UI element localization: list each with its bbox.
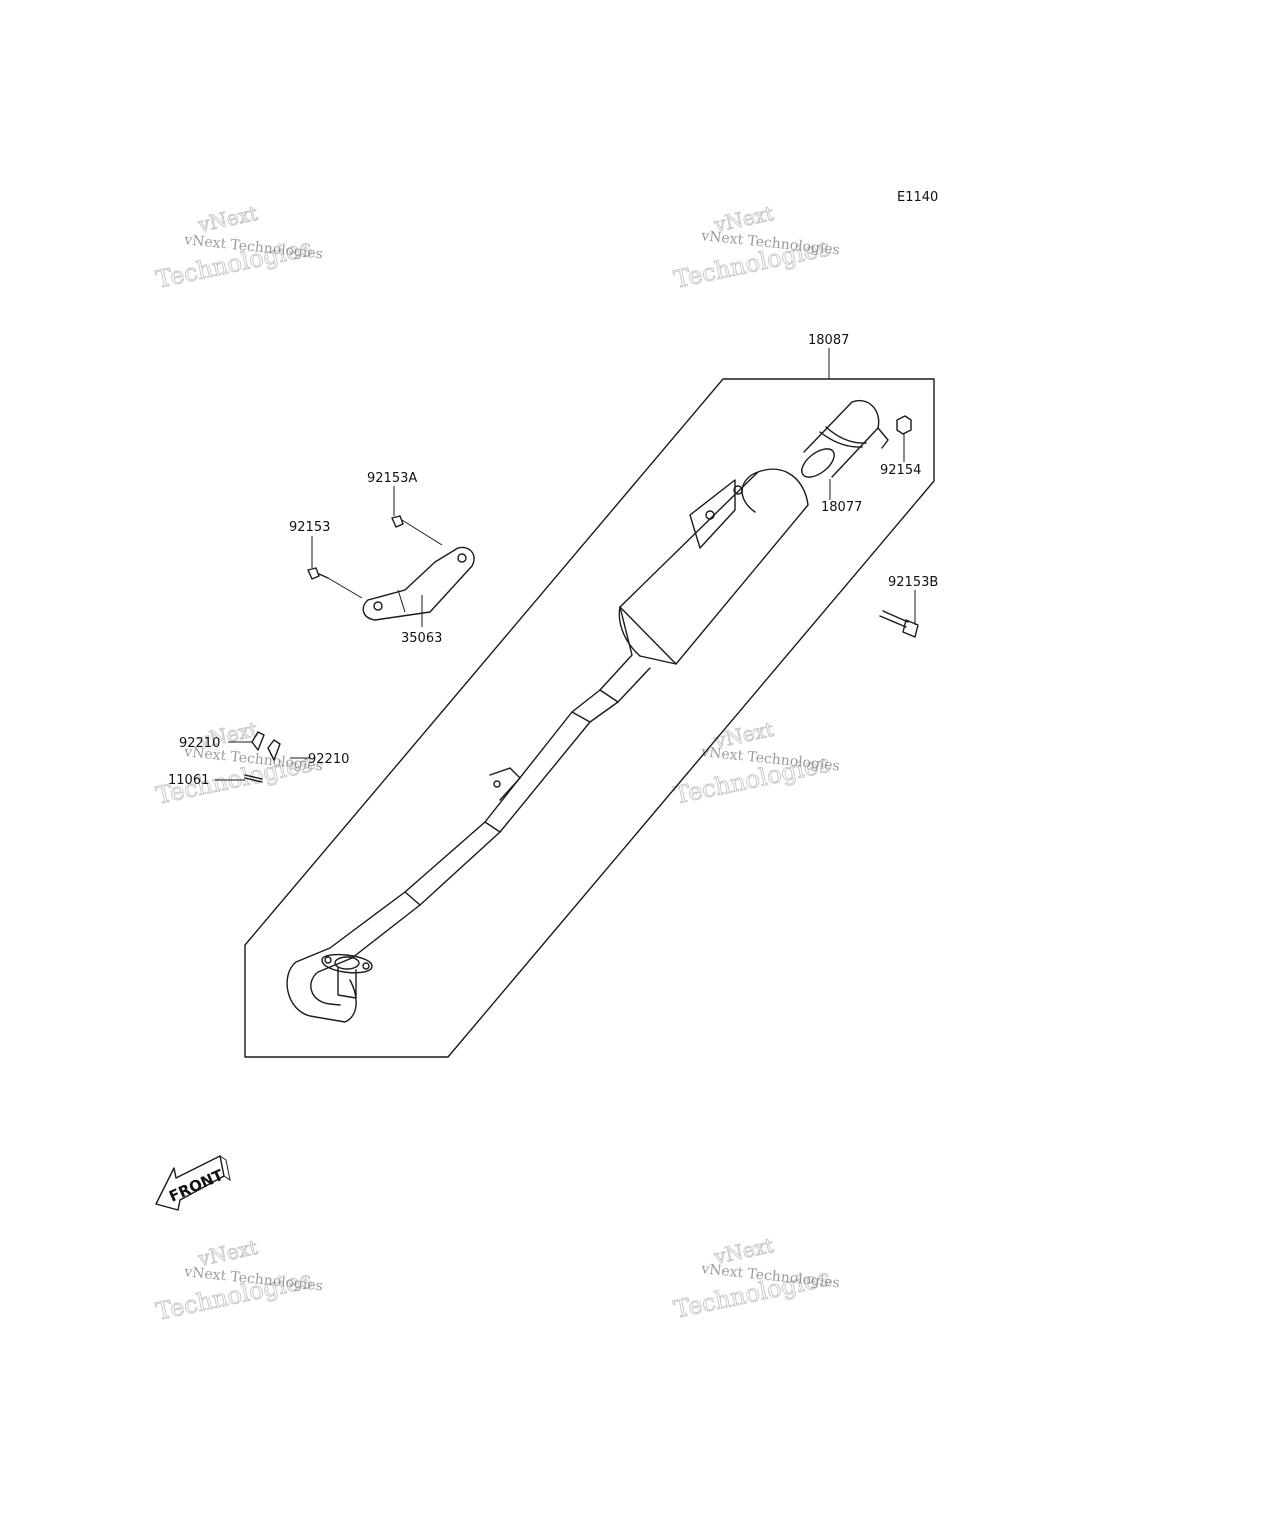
part-label-92153: 92153 [289, 520, 330, 535]
part-label-92153B: 92153B [888, 575, 938, 590]
watermark-top-right: vNext Technologies vNext Technologies [671, 201, 841, 295]
bolt-92153 [307, 567, 363, 599]
bolt-92153A [391, 515, 443, 546]
svg-text:vNext: vNext [195, 201, 260, 237]
part-label-92210-right: 92210 [308, 752, 349, 767]
muffler [599, 468, 809, 703]
leader-lines [215, 348, 916, 781]
part-label-92154: 92154 [880, 463, 921, 478]
watermark-top-left: vNext Technologies vNext Technologies [153, 201, 324, 295]
watermark-bottom-right: vNext Technologies vNext Technologies [671, 1233, 841, 1325]
small-fasteners [244, 731, 281, 783]
front-arrow-icon: FRONT [155, 1155, 231, 1211]
part-label-18087: 18087 [808, 333, 849, 348]
diagram-code: E1140 [897, 190, 938, 205]
part-label-11061: 11061 [168, 773, 209, 788]
part-label-18077: 18077 [821, 500, 862, 515]
watermark-middle-left: vNext Technologies vNext Technologies [153, 717, 324, 811]
watermark-bottom-left: vNext Technologies vNext Technologies [153, 1235, 324, 1327]
part-label-92153A: 92153A [367, 471, 417, 486]
bolt-92153B [879, 610, 919, 638]
nut-92154 [896, 415, 912, 456]
part-label-35063: 35063 [401, 631, 442, 646]
exhaust-pipe [286, 689, 619, 1023]
assembly-outline [244, 378, 935, 1058]
part-label-92210-left: 92210 [179, 736, 220, 751]
bracket-35063 [362, 546, 475, 621]
tail-pipe-18077 [801, 399, 889, 478]
watermark-middle-right: vNext Technologies vNext Technologies [671, 717, 841, 811]
